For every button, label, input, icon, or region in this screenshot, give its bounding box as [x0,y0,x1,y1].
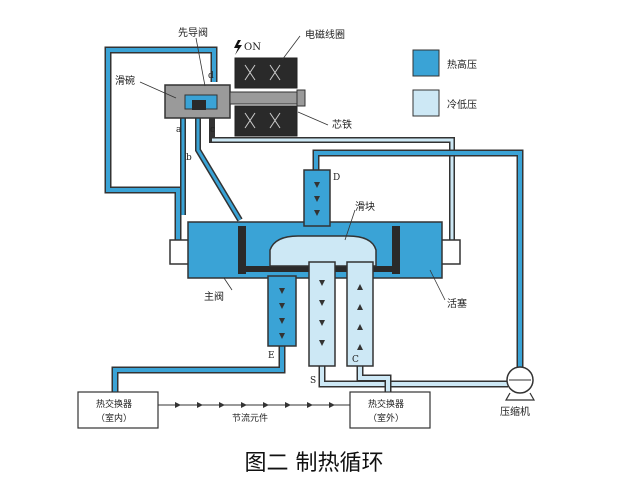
hx-indoor-box [77,391,159,429]
pilot-valve [164,84,303,119]
plunger-rod [229,91,303,105]
port-label-S: S [310,376,316,386]
label-hx-indoor-1: 热交换器 [96,398,132,410]
label-hx-outdoor-1: 热交换器 [368,398,404,410]
port-tube-C [346,261,374,367]
label-main-valve: 主阀 [204,290,224,303]
port-label-c: c [210,125,215,135]
compressor [504,366,536,401]
piston-right [392,226,400,274]
port-label-a: a [176,125,182,135]
label-coil: 电磁线圈 [305,28,345,41]
label-iron-core: 芯铁 [332,118,352,131]
throttle-arrows [175,402,335,408]
port-label-d: d [208,71,214,81]
slider [269,235,377,267]
port-label-b: b [186,153,192,163]
label-solenoid-on: ON [244,42,261,53]
legend-hot-swatch [412,49,440,77]
caption: 图二 制热循环 [245,451,384,476]
pilot-line-b [195,118,243,222]
legend-cold-label: 冷低压 [447,98,477,111]
port-label-E: E [268,351,275,361]
solenoid-coil [234,57,306,137]
lightning-icon [234,40,242,55]
slide-bowl-part [192,100,206,110]
port-label-D: D [333,173,340,183]
label-throttle: 节流元件 [232,412,268,424]
label-hx-outdoor-2: （室外） [368,412,404,424]
label-hx-indoor-2: （室内） [96,412,132,424]
legend-hot-label: 热高压 [447,58,477,71]
label-slide-bowl: 滑碗 [115,74,135,87]
port-tube-S [308,261,336,367]
label-slider: 滑块 [355,201,375,213]
port-label-C: C [352,355,359,365]
pipe-S [318,365,508,388]
piston-left [238,226,246,274]
label-pilot-valve: 先导阀 [178,26,208,39]
label-piston: 活塞 [447,297,467,310]
hx-outdoor-box [349,391,431,429]
legend-cold-swatch [412,89,440,117]
label-compressor: 压缩机 [500,405,530,418]
leader-lines [139,35,446,301]
